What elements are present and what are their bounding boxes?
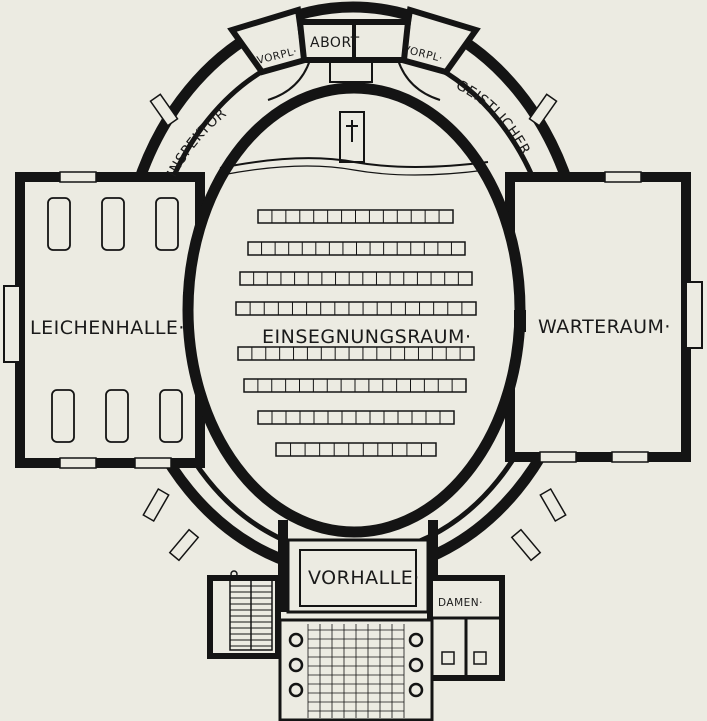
warteraum-room	[505, 171, 703, 463]
porch-columns	[288, 632, 424, 698]
coffin-biers	[47, 197, 183, 443]
altar	[329, 61, 373, 163]
pew-row	[235, 301, 477, 316]
pew-row	[237, 346, 475, 361]
label-damen: DAMEN·	[438, 597, 483, 609]
pew-row	[243, 378, 467, 393]
pew-rows	[235, 209, 477, 457]
stair	[207, 570, 281, 659]
vorhalle-entrance	[278, 520, 438, 614]
top-apse	[227, 6, 481, 101]
pew-row	[239, 271, 473, 286]
einsegnungsraum-hall	[182, 82, 526, 538]
label-abort: ABORT	[310, 35, 360, 51]
ring-windows	[142, 93, 567, 562]
label-leichenhalle: LEICHENHALLE·	[30, 317, 185, 339]
pew-row	[257, 209, 454, 224]
porch	[278, 618, 434, 721]
pew-row	[247, 241, 466, 256]
damen-room	[427, 575, 505, 681]
pew-row	[275, 442, 437, 457]
cross-icon	[346, 120, 358, 142]
label-vorhalle: VORHALLE·	[308, 567, 420, 589]
label-warteraum: WARTERAUM·	[538, 316, 671, 338]
pew-row	[257, 410, 455, 425]
label-einsegnungsraum: EINSEGNUNGSRAUM·	[262, 326, 472, 348]
